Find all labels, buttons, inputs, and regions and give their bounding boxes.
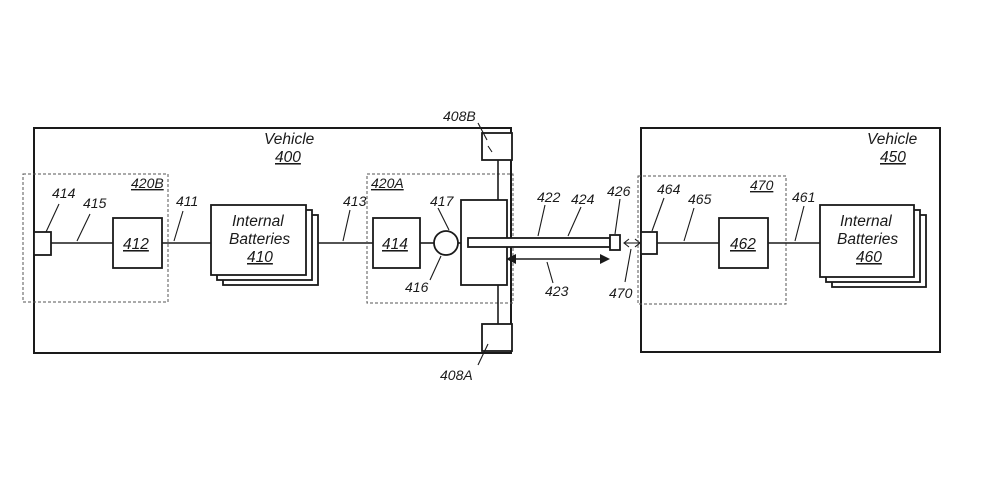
region-420b — [22, 173, 169, 303]
label-461: 461 — [792, 189, 815, 205]
battery-410-number: 410 — [247, 249, 273, 266]
vehicle-450-title: Vehicle — [867, 131, 918, 148]
label-462: 462 — [730, 236, 756, 253]
leader-464 — [651, 197, 665, 232]
battery-460-front — [819, 204, 915, 278]
leader-415 — [76, 213, 91, 242]
vehicle-400-title: Vehicle — [264, 131, 315, 148]
cable-424 — [467, 237, 611, 248]
plug-426 — [609, 234, 621, 251]
arrow-423-head-right — [600, 254, 610, 264]
battery-460-number: 460 — [856, 249, 882, 266]
leader-416 — [429, 255, 442, 281]
label-465: 465 — [688, 191, 712, 207]
arrow-423-head-left — [506, 254, 516, 264]
label-423: 423 — [545, 283, 569, 299]
leader-413 — [342, 209, 351, 242]
region-470 — [637, 175, 787, 305]
leader-465 — [683, 207, 695, 242]
vehicle-400-number: 400 — [275, 149, 301, 166]
leader-417 — [437, 207, 450, 231]
label-470-arrow: 470 — [609, 285, 633, 301]
label-413: 413 — [343, 193, 367, 209]
label-464: 464 — [657, 181, 681, 197]
connector-414 — [33, 231, 52, 256]
label-470-region: 470 — [750, 177, 774, 193]
connector-464 — [640, 231, 658, 255]
label-420a: 420A — [371, 175, 404, 191]
battery-410-line2: Batteries — [229, 231, 290, 248]
label-411: 411 — [176, 193, 198, 209]
battery-410-front — [210, 204, 307, 276]
label-408a: 408A — [440, 367, 473, 383]
leader-408a — [477, 343, 489, 366]
label-417: 417 — [430, 193, 455, 209]
leader-426 — [614, 198, 621, 235]
leader-424 — [567, 206, 582, 237]
label-408b: 408B — [443, 108, 476, 124]
label-412: 412 — [123, 236, 149, 253]
component-416 — [433, 230, 459, 256]
leader-470 — [624, 248, 632, 283]
label-420b: 420B — [131, 175, 164, 191]
label-415: 415 — [83, 195, 107, 211]
battery-410-line1: Internal — [232, 213, 284, 230]
battery-460-line2: Batteries — [837, 231, 898, 248]
leader-461 — [794, 205, 805, 242]
label-416: 416 — [405, 279, 429, 295]
box-462 — [718, 217, 769, 269]
label-414-box: 414 — [382, 236, 408, 253]
module-408b — [481, 132, 513, 161]
arrow-470-head-left — [623, 238, 630, 248]
vehicle-450-number: 450 — [880, 149, 906, 166]
label-426: 426 — [607, 183, 631, 199]
label-414-connector: 414 — [52, 185, 76, 201]
leader-414 — [45, 203, 60, 233]
label-422: 422 — [537, 189, 561, 205]
box-414 — [372, 217, 421, 269]
battery-460-line1: Internal — [840, 213, 892, 230]
module-408b-tick — [487, 145, 493, 153]
leader-422 — [537, 204, 546, 237]
label-424: 424 — [571, 191, 595, 207]
leader-411 — [173, 210, 184, 242]
box-412 — [112, 217, 163, 269]
leader-408b — [477, 122, 488, 141]
leader-423 — [546, 261, 554, 284]
